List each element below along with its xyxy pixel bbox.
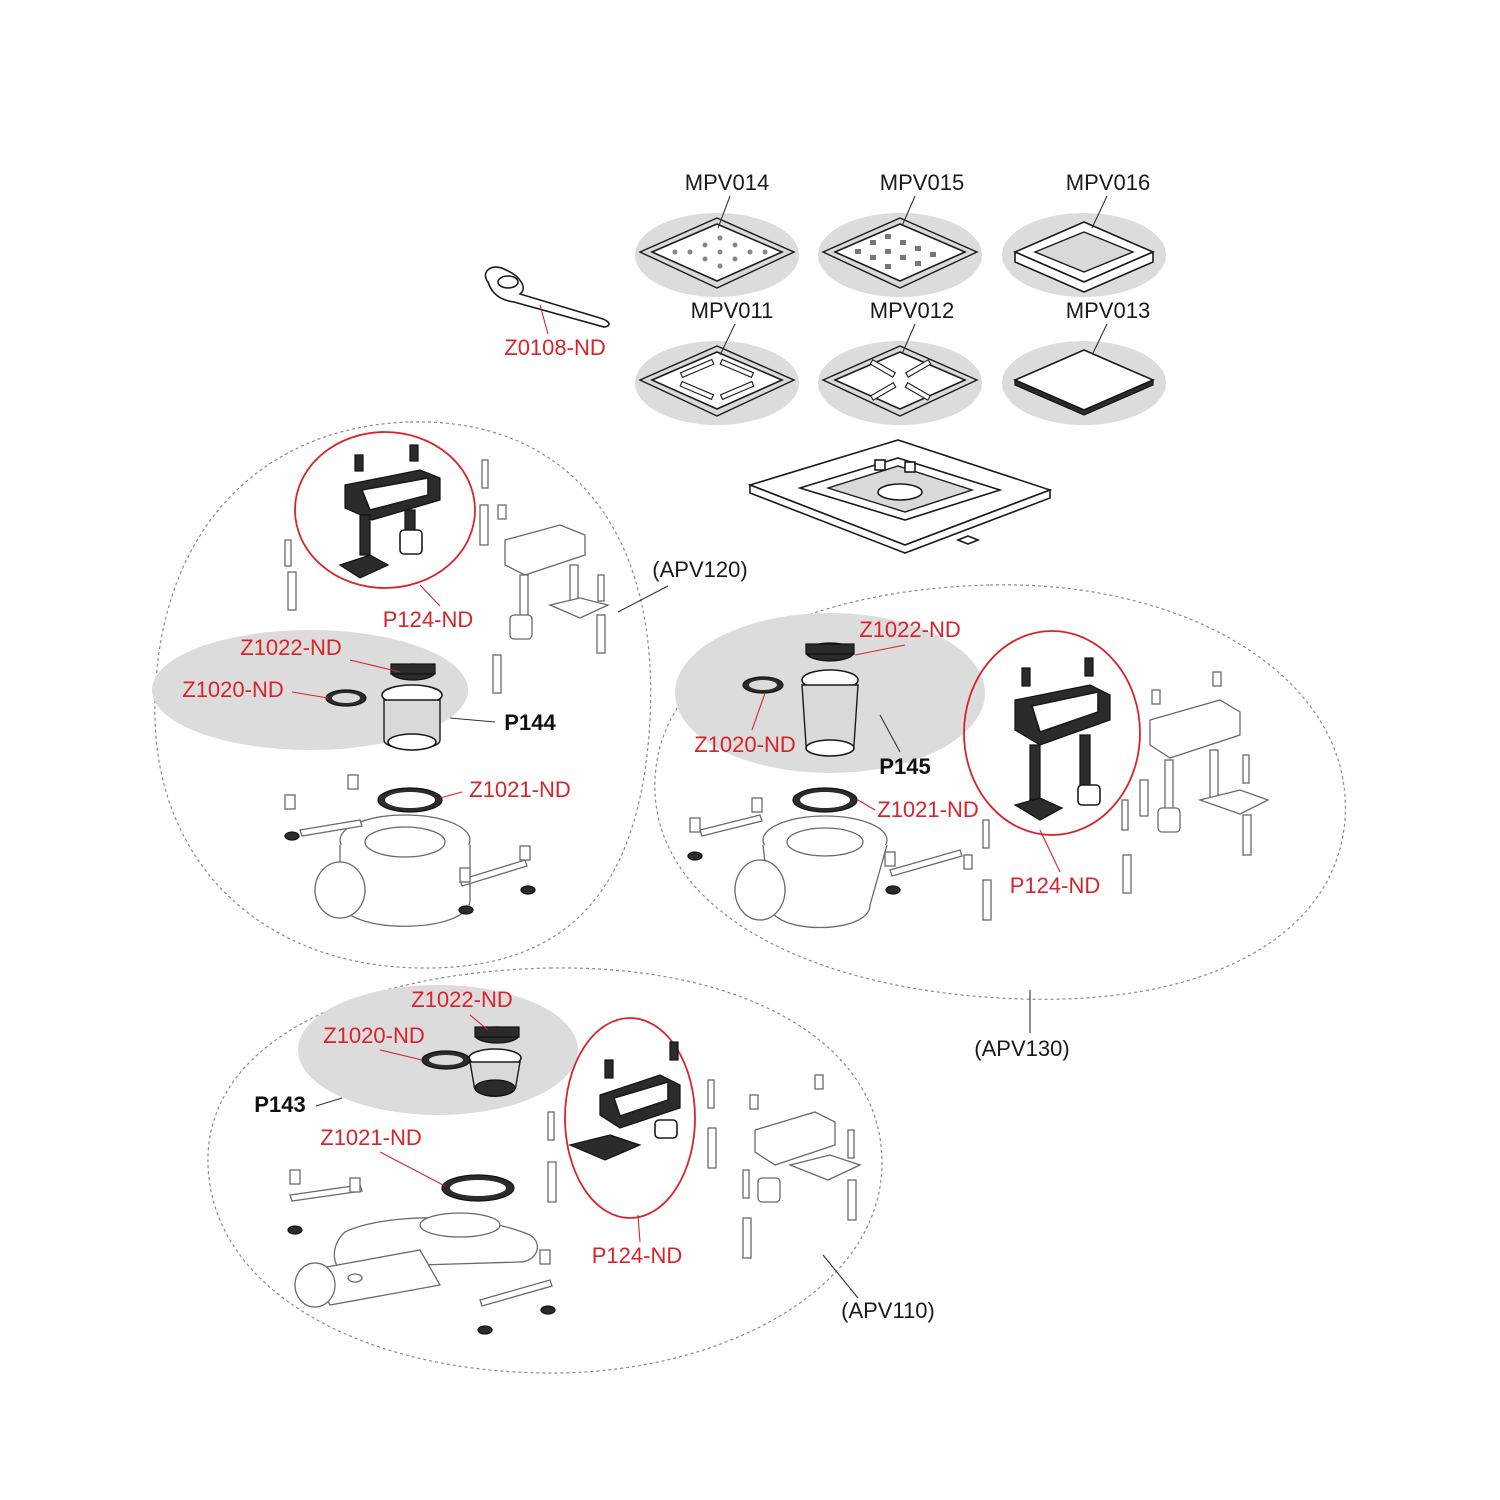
label-apv110: (APV110) (841, 1298, 935, 1323)
screws (284, 459, 606, 694)
group-apv120 (152, 421, 652, 969)
ring-z1021 (377, 787, 443, 813)
leveling-foot-p124-b (1013, 657, 1111, 821)
sleeve-p144 (381, 684, 443, 751)
label-z0108: Z0108-ND (504, 335, 605, 360)
ring-z1021-c (441, 1174, 515, 1202)
grate-mpv013 (1002, 341, 1166, 425)
trap-body (314, 814, 471, 927)
brackets-b (687, 797, 963, 895)
seal-ring-z1020-c (421, 1050, 471, 1070)
brackets-c (287, 1169, 556, 1335)
seal-ring-z1020 (325, 689, 367, 707)
label-apv130-z1021: Z1021-ND (877, 797, 978, 822)
sleeve-p143 (468, 1048, 522, 1097)
ring-z1021-b (792, 787, 858, 813)
label-apv130-p124: P124-ND (1010, 873, 1100, 898)
grate-mpv011 (635, 341, 799, 425)
leveling-foot-p124 (338, 444, 441, 579)
label-apv110-p124: P124-ND (592, 1243, 682, 1268)
seal-ring-z1020-b (742, 676, 784, 694)
leveling-foot-light-c (749, 1074, 862, 1203)
drain-body-frame (747, 439, 1053, 554)
brackets (284, 774, 536, 915)
screws-b (963, 754, 1252, 921)
label-apv130: (APV130) (974, 1036, 1069, 1061)
grate-mpv014 (635, 213, 799, 297)
leveling-foot-p124-c (568, 1041, 681, 1161)
grate-mpv016 (1002, 213, 1166, 297)
label-mpv012: MPV012 (870, 298, 954, 323)
grate-mpv015 (818, 213, 982, 297)
label-apv120-z1022: Z1022-ND (240, 635, 341, 660)
label-apv120-z1020: Z1020-ND (182, 677, 283, 702)
label-apv110-z1020: Z1020-ND (323, 1023, 424, 1048)
label-mpv014: MPV014 (685, 170, 769, 195)
wrench-tool-z0108 (484, 266, 610, 328)
label-apv110-z1021: Z1021-ND (320, 1125, 421, 1150)
label-apv120-z1021: Z1021-ND (469, 777, 570, 802)
label-apv110-z1022: Z1022-ND (411, 987, 512, 1012)
strainer-z1022-b (805, 642, 855, 662)
label-apv120-p144: P144 (504, 710, 556, 735)
label-apv120-p124: P124-ND (383, 607, 473, 632)
label-mpv011: MPV011 (691, 298, 774, 323)
grate-mpv012 (818, 341, 982, 425)
strainer-z1022-c (474, 1026, 520, 1044)
label-mpv013: MPV013 (1066, 298, 1150, 323)
label-apv110-p143: P143 (254, 1092, 305, 1117)
sleeve-p145 (801, 669, 859, 757)
strainer-z1022 (390, 663, 436, 681)
label-apv130-p145: P145 (879, 754, 930, 779)
group-apv130 (654, 584, 1346, 1000)
trap-body-c (294, 1212, 539, 1308)
label-mpv015: MPV015 (880, 170, 964, 195)
screws-c (547, 1079, 857, 1259)
leveling-foot-light (504, 524, 610, 640)
group-apv110 (207, 967, 883, 1374)
label-mpv016: MPV016 (1066, 170, 1150, 195)
trap-body-b (734, 815, 888, 929)
label-apv130-z1020: Z1020-ND (694, 732, 795, 757)
label-apv120: (APV120) (652, 557, 747, 582)
leveling-foot-light-b (1149, 671, 1270, 833)
label-apv130-z1022: Z1022-ND (859, 617, 960, 642)
